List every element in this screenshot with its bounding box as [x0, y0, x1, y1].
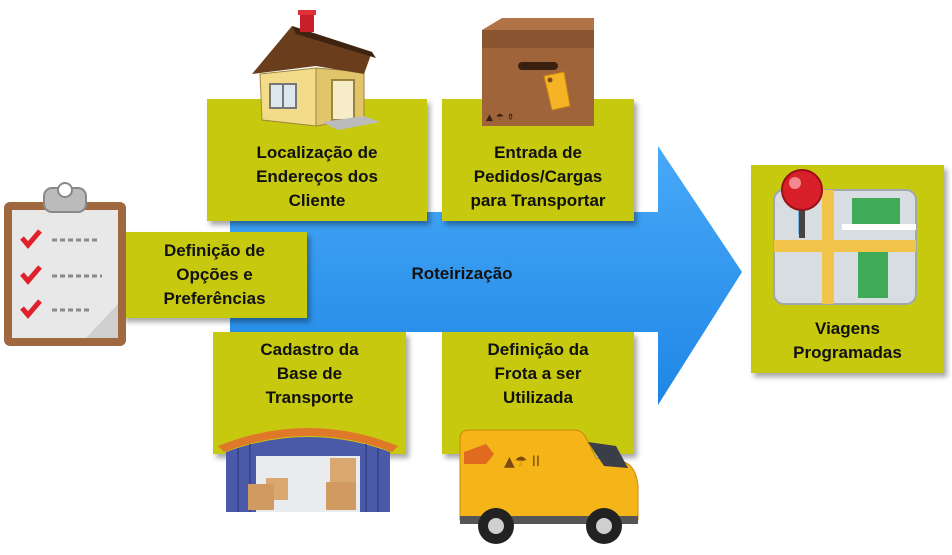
- output-label-viagens: Viagens Programadas: [793, 319, 902, 362]
- delivery-van-icon: ▲☂ ⅠⅠ: [459, 429, 639, 544]
- input-box-frota: Definição da Frota a ser Utilizada: [442, 332, 634, 454]
- input-label-pedidos: Entrada de Pedidos/Cargas para Transport…: [470, 143, 606, 210]
- center-label-roteirizacao: Roteirização: [411, 264, 513, 283]
- warehouse-icon: [218, 428, 398, 512]
- map-pin-icon: [773, 169, 917, 305]
- input-label-opcoes: Definição de Opções e Preferências: [163, 241, 266, 308]
- input-label-frota: Definição da Frota a ser Utilizada: [487, 340, 589, 407]
- input-box-opcoes: Definição de Opções e Preferências: [122, 232, 307, 318]
- cardboard-box-icon: ▲ ☂ ⚱: [482, 18, 594, 126]
- clipboard-checklist-icon: [4, 182, 126, 346]
- svg-text:▲ ☂ ⚱: ▲ ☂ ⚱: [486, 113, 514, 123]
- house-icon: [252, 10, 380, 130]
- svg-text:▲☂ ⅠⅠ: ▲☂ ⅠⅠ: [504, 454, 540, 470]
- input-label-enderecos: Localização de Endereços dos Cliente: [256, 143, 378, 210]
- input-label-base: Cadastro da Base de Transporte: [260, 340, 359, 407]
- input-box-enderecos: Localização de Endereços dos Cliente: [207, 99, 427, 221]
